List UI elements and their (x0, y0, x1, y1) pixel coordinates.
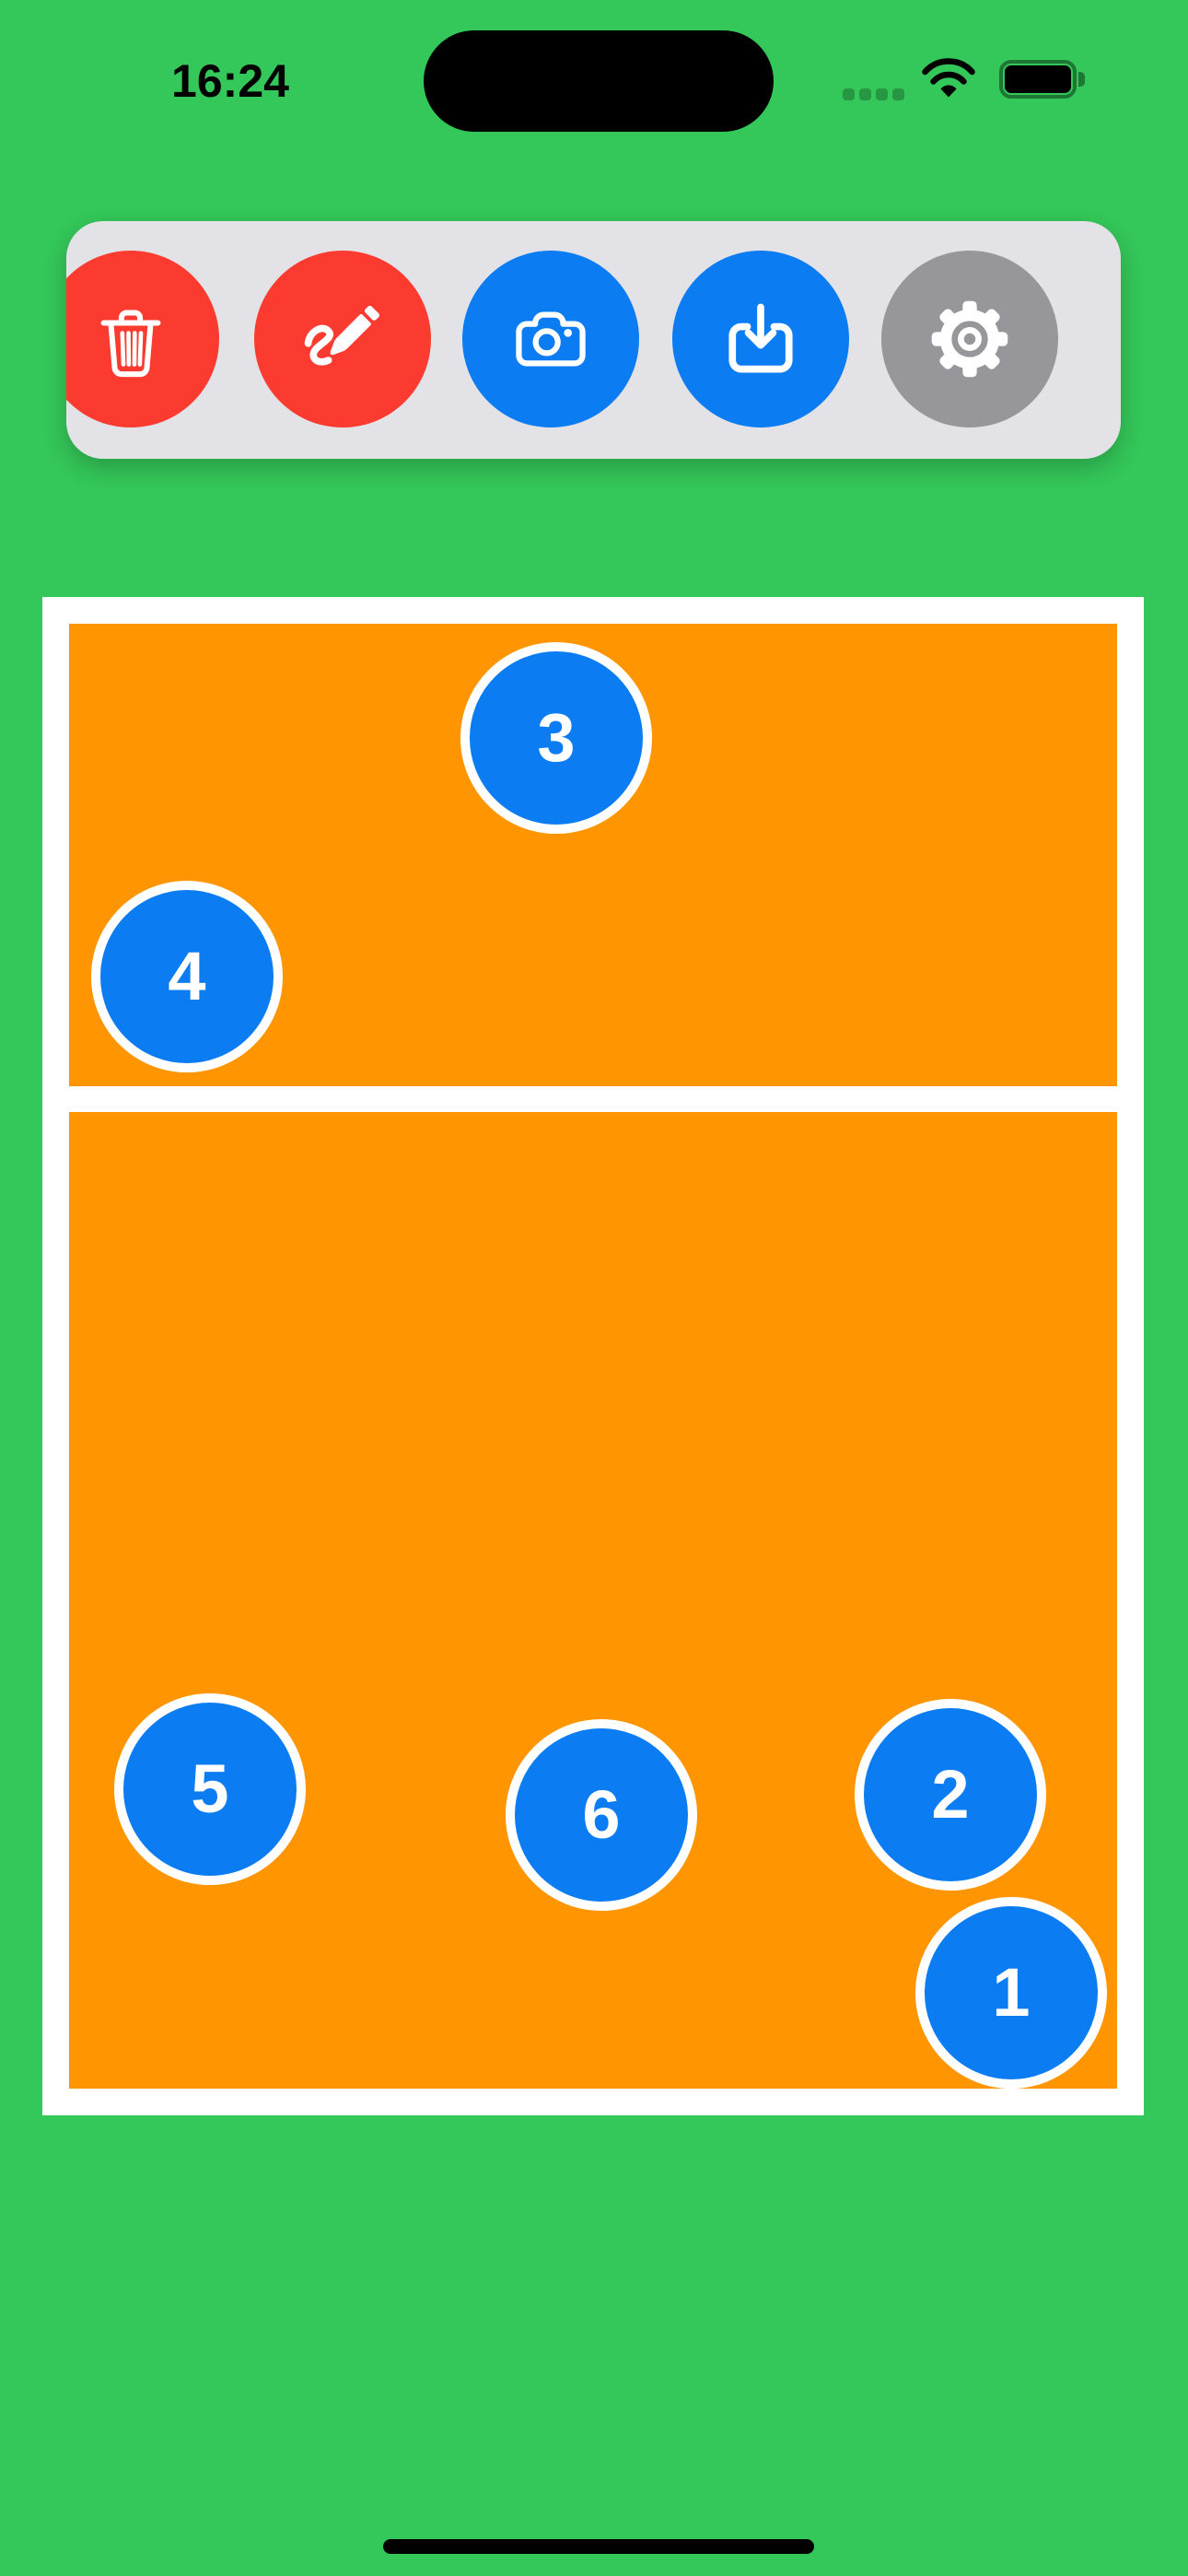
dynamic-island (424, 30, 774, 132)
toolbar (66, 221, 1121, 459)
battery-level (1005, 65, 1071, 93)
save-button[interactable] (672, 251, 849, 427)
draw-button[interactable] (254, 251, 431, 427)
gear-icon (931, 300, 1008, 378)
player-number: 2 (931, 1756, 970, 1832)
camera-icon (516, 311, 586, 367)
scribble-pencil-icon (304, 305, 379, 366)
settings-button[interactable] (881, 251, 1058, 427)
battery-icon (999, 60, 1077, 99)
wifi-icon (921, 57, 976, 104)
download-arrow-icon (728, 303, 793, 373)
player-marker-3[interactable]: 3 (460, 642, 652, 834)
court-overlay: 1 2 3 4 5 6 (42, 597, 1144, 2115)
status-bar: 16:24 (0, 0, 1188, 147)
player-marker-4[interactable]: 4 (91, 881, 283, 1072)
player-marker-1[interactable]: 1 (915, 1897, 1107, 2089)
status-time: 16:24 (171, 55, 289, 107)
cellular-dots-icon (843, 88, 904, 100)
player-number: 5 (191, 1751, 229, 1827)
home-indicator[interactable] (383, 2539, 814, 2554)
camera-button[interactable] (462, 251, 639, 427)
player-number: 1 (992, 1954, 1031, 2031)
player-number: 6 (582, 1776, 621, 1853)
player-number: 3 (537, 699, 576, 776)
player-number: 4 (168, 938, 206, 1014)
player-marker-5[interactable]: 5 (114, 1693, 306, 1885)
player-marker-2[interactable]: 2 (855, 1699, 1046, 1891)
trash-button[interactable] (66, 251, 219, 427)
battery-cap (1078, 72, 1085, 87)
volleyball-court[interactable]: 1 2 3 4 5 6 (42, 597, 1144, 2115)
player-marker-6[interactable]: 6 (506, 1719, 697, 1911)
trash-icon (100, 310, 161, 378)
